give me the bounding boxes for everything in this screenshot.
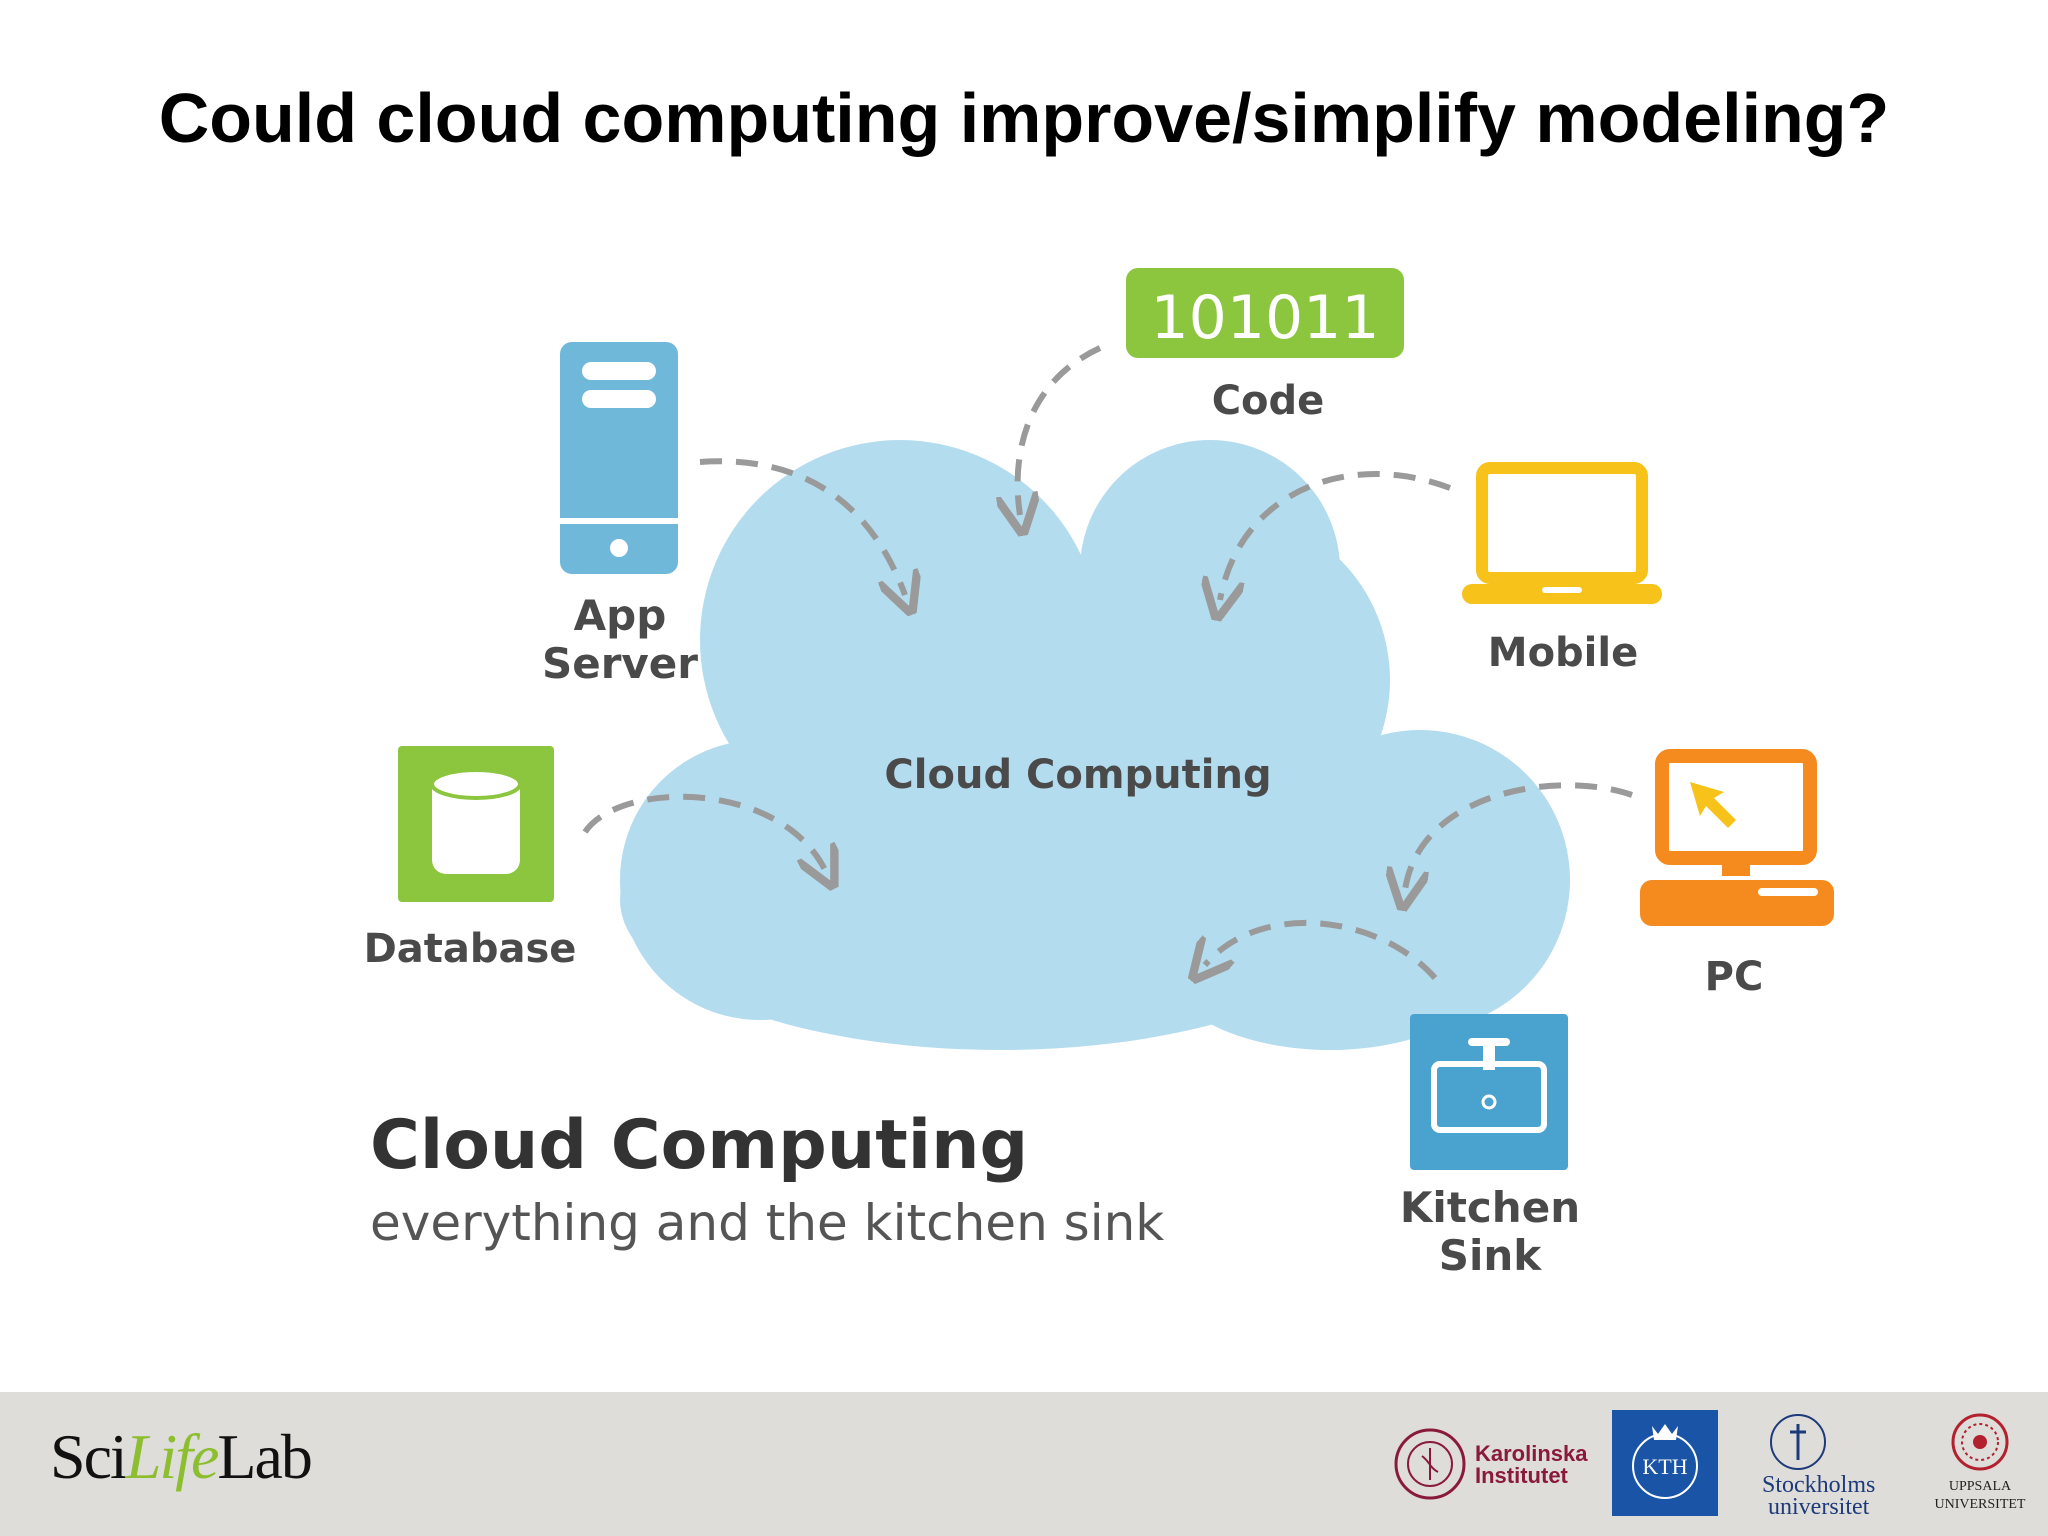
logo-life: Life bbox=[125, 1421, 220, 1492]
cloud-computing-diagram: Cloud Computing 101011 Code App Server M… bbox=[364, 268, 1834, 1280]
kth-crest-icon bbox=[1632, 1424, 1698, 1499]
code-label: Code bbox=[1212, 378, 1325, 424]
uu-line-1: UPPSALA bbox=[1948, 1479, 2012, 1494]
server-icon bbox=[560, 342, 678, 574]
code-value: 101011 bbox=[1150, 283, 1379, 353]
kitchen-sink-label-2: Sink bbox=[1439, 1231, 1543, 1280]
arrow-mobile bbox=[1220, 471, 1452, 600]
pc-label: PC bbox=[1705, 954, 1764, 1000]
kitchen-sink-label-1: Kitchen bbox=[1400, 1183, 1580, 1232]
caption-subtitle: everything and the kitchen sink bbox=[370, 1194, 1164, 1252]
cloud-shape bbox=[620, 440, 1570, 1050]
desktop-pc-icon bbox=[1640, 749, 1834, 926]
app-server-label-1: App bbox=[574, 591, 667, 640]
scilifelab-logo: SciLifeLab bbox=[50, 1420, 313, 1494]
uppsala-university-seal-icon bbox=[1951, 1413, 2009, 1471]
slide-title: Could cloud computing improve/simplify m… bbox=[158, 79, 1890, 157]
uppsala-university-text: UPPSALA UNIVERSITET bbox=[1925, 1478, 2035, 1514]
laptop-icon bbox=[1462, 462, 1662, 604]
su-line-2: universitet bbox=[1768, 1494, 1870, 1520]
arrow-app-server bbox=[699, 458, 905, 595]
karolinska-seal-icon bbox=[1394, 1428, 1466, 1500]
stockholm-university-seal-icon bbox=[1770, 1414, 1826, 1470]
logo-sci: Sci bbox=[50, 1421, 128, 1492]
mobile-label: Mobile bbox=[1488, 630, 1638, 676]
stockholm-university-text: Stockholms universitet bbox=[1762, 1472, 1876, 1520]
kth-logo: KTH bbox=[1612, 1410, 1718, 1516]
app-server-label-2: Server bbox=[542, 639, 698, 688]
code-badge-icon: 101011 bbox=[1126, 268, 1404, 358]
arrow-database bbox=[582, 793, 825, 870]
database-label: Database bbox=[364, 926, 577, 972]
ki-line-1: Karolinska bbox=[1475, 1441, 1588, 1466]
ki-line-2: Institutet bbox=[1475, 1463, 1568, 1488]
dashed-arrows bbox=[582, 345, 1633, 978]
su-line-1: Stockholms bbox=[1762, 1472, 1876, 1498]
cloud-center-label: Cloud Computing bbox=[884, 752, 1271, 798]
uu-line-2: UNIVERSITET bbox=[1934, 1497, 2026, 1512]
logo-lab: Lab bbox=[217, 1421, 312, 1492]
caption-title: Cloud Computing bbox=[370, 1106, 1028, 1185]
kth-text: KTH bbox=[1642, 1454, 1688, 1479]
karolinska-logo-text: Karolinska Institutet bbox=[1475, 1443, 1588, 1487]
arrow-kitchen-sink bbox=[1205, 919, 1438, 978]
database-icon bbox=[398, 746, 554, 902]
sink-icon bbox=[1410, 1014, 1568, 1170]
